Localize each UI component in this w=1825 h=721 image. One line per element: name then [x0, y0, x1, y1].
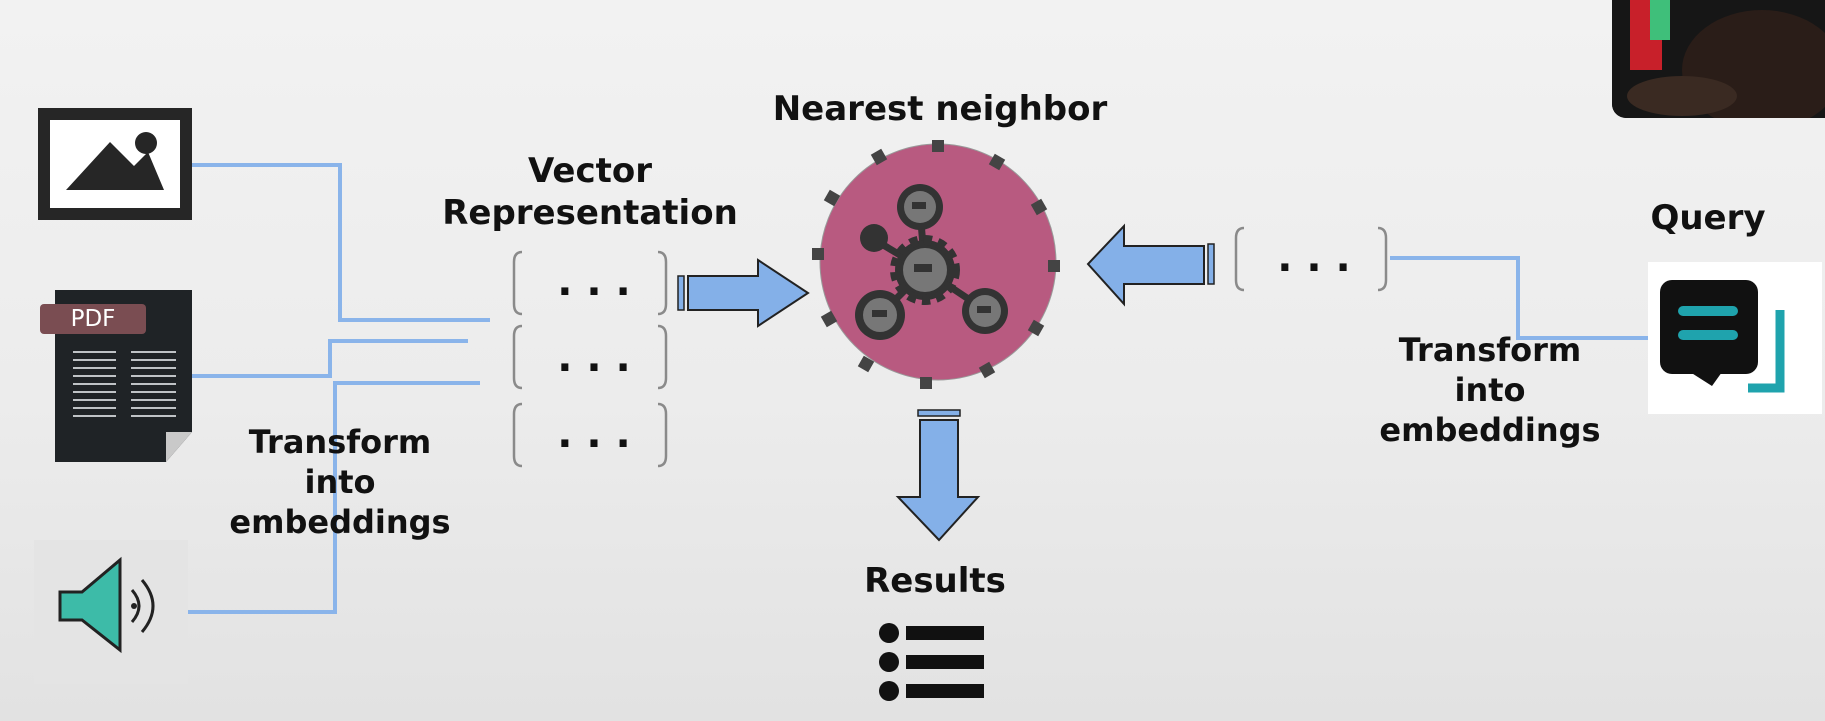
query-title: Query: [1650, 198, 1766, 238]
transform-right-line3: embeddings: [1379, 411, 1601, 449]
vector-dots-3: . . .: [557, 411, 631, 457]
results-title: Results: [864, 561, 1006, 601]
transform-left-line1: Transform: [248, 423, 432, 461]
arrow-to-results: [895, 409, 981, 542]
transform-left-label: Transform into embeddings: [200, 422, 480, 542]
transform-right-line2: into: [1454, 371, 1526, 409]
vector-representation-title-line1: Vector: [527, 151, 653, 191]
transform-left-line2: into: [304, 463, 376, 501]
vector-brackets: [512, 226, 1388, 468]
speaker-audio-icon: [34, 540, 188, 684]
left-connectors: [188, 163, 490, 614]
image-icon: [38, 108, 192, 220]
transform-right-label: Transform into embeddings: [1340, 330, 1640, 450]
transform-right-line1: Transform: [1398, 331, 1582, 369]
connector-image: [190, 163, 490, 322]
nearest-neighbor-title: Nearest neighbor: [772, 89, 1108, 129]
webcam-overlay: [1612, 0, 1825, 118]
webcam-scene-icon: [1612, 0, 1825, 118]
network-hub-icon: [812, 140, 1060, 389]
chat-message-icon: [1648, 262, 1822, 414]
transform-left-line3: embeddings: [229, 503, 451, 541]
list-icon: [879, 623, 984, 701]
connector-pdf: [192, 339, 468, 378]
query-vector-dots: . . .: [1277, 235, 1351, 281]
connector-audio: [188, 381, 480, 614]
arrow-to-neighbor: [677, 258, 810, 328]
vector-representation-title-line2: Representation: [442, 193, 738, 233]
vector-dots-1: . . .: [557, 259, 631, 305]
arrow-from-query: [1086, 223, 1215, 307]
pdf-badge: PDF: [40, 304, 146, 334]
connector-query: [1390, 256, 1648, 340]
vector-dots-2: . . .: [557, 335, 631, 381]
